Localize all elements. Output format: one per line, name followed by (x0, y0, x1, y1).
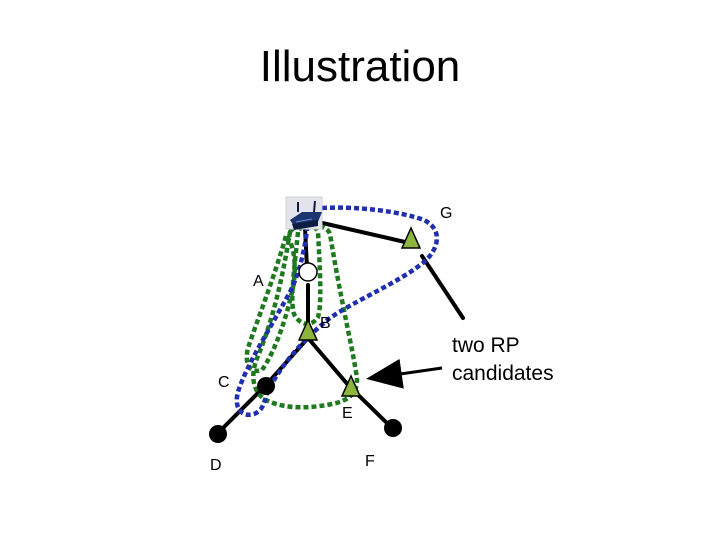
node-label-b: B (320, 315, 331, 332)
node-c-router (257, 377, 275, 395)
edge-b-c (264, 336, 310, 387)
node-d-host (209, 425, 227, 443)
green-tree-left-ring (244, 231, 297, 374)
edge-source-g (316, 220, 407, 244)
edge-b-e (306, 336, 351, 388)
node-label-f: F (365, 453, 375, 470)
node-b-rp-triangle (297, 318, 319, 341)
callout-text-line1: two RP (452, 334, 520, 357)
callout-text-line2: candidates (452, 362, 554, 385)
edge-g-lower (420, 254, 465, 320)
slide-title: Illustration (259, 42, 461, 91)
node-g-rp-triangle (400, 226, 422, 249)
node-label-e: E (342, 405, 353, 422)
callout-arrow (366, 358, 443, 389)
node-label-g: G (440, 205, 452, 222)
node-label-d: D (210, 457, 222, 474)
node-a-router (298, 262, 318, 282)
node-label-c: C (218, 374, 230, 391)
node-f-host (384, 419, 402, 437)
edge-c-d (216, 383, 268, 435)
wireless-router-icon (285, 196, 323, 230)
node-label-a: A (253, 273, 264, 290)
green-tree-outer-ring (251, 222, 360, 410)
node-e-rp-triangle (340, 374, 362, 397)
